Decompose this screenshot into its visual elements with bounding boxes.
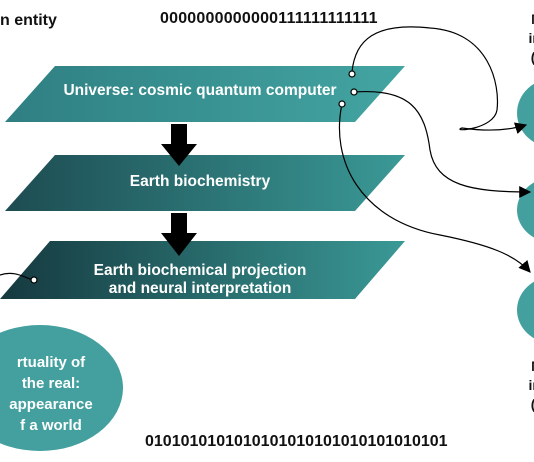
connector-node-1 [348, 70, 356, 78]
right-top-label: M inf (e [528, 11, 534, 65]
connector-top-loop [351, 26, 528, 134]
binary-string-top: 0000000000000111111111111 [160, 10, 378, 27]
right-circle-top [517, 83, 534, 143]
virtuality-label: rtuality of the real: appearance f a wor… [9, 354, 93, 434]
right-bottom-label: M inf (e [528, 358, 534, 412]
right-circle-middle [517, 182, 534, 238]
universe-label: Universe: cosmic quantum computer [63, 82, 337, 99]
earth-biochemistry-label: Earth biochemistry [129, 173, 271, 190]
projection-label: Earth biochemical projection and neural … [93, 262, 307, 297]
entity-label: n entity [0, 12, 57, 29]
virtuality-circle [0, 325, 123, 451]
connector-node-4 [30, 276, 38, 284]
universe-plane [5, 66, 405, 122]
projection-plane [0, 241, 405, 299]
earth-biochemistry-plane [5, 155, 405, 211]
connector-bottom [338, 103, 531, 273]
right-circle-bottom [517, 281, 534, 339]
binary-string-bottom: 0101010101010101010101010101010101 [145, 433, 448, 450]
down-arrow-2 [161, 213, 197, 256]
connector-middle [353, 90, 532, 198]
down-arrow-1 [161, 124, 197, 166]
connector-node-3 [338, 100, 346, 108]
connector-node-2 [350, 88, 358, 96]
